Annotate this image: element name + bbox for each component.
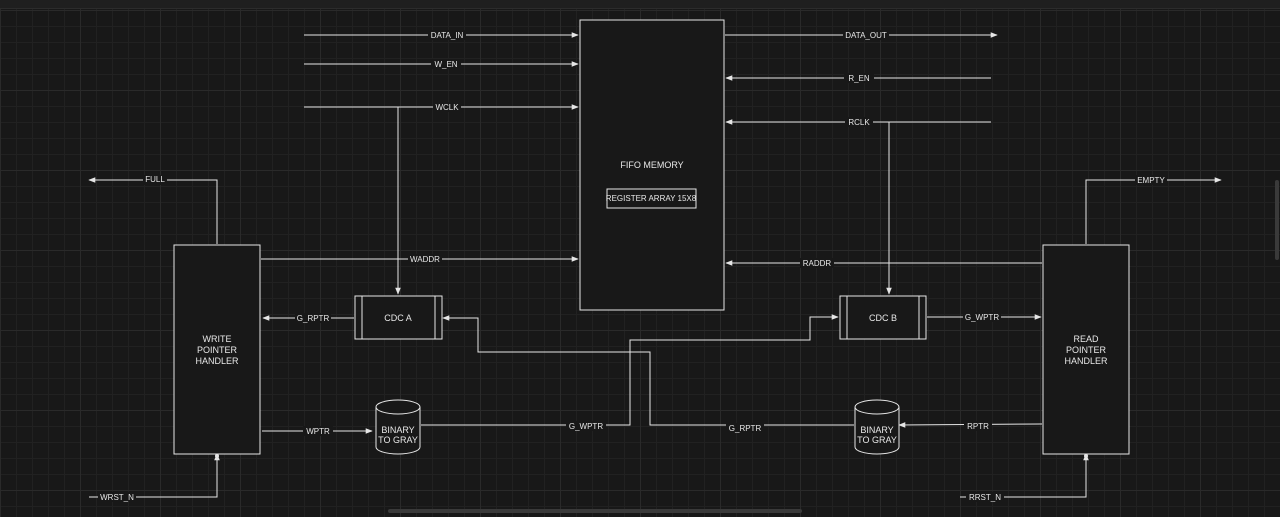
wclk-label: WCLK: [435, 103, 459, 112]
cdc-a-label: CDC A: [384, 313, 412, 323]
wrst-n-wire: [89, 453, 220, 498]
cdc-b-block[interactable]: [839, 295, 927, 340]
read-pointer-label-1: READ: [1073, 334, 1099, 344]
g-rptr-label: G_RPTR: [297, 314, 330, 323]
rclk-label: RCLK: [848, 118, 870, 127]
read-pointer-block[interactable]: [1042, 244, 1130, 455]
data-out-label: DATA_OUT: [845, 31, 887, 40]
read-pointer-label-3: HANDLER: [1064, 356, 1108, 366]
write-pointer-label-1: WRITE: [203, 334, 232, 344]
g-wptr-mid-label: G_WPTR: [569, 422, 603, 431]
r-en-label: R_EN: [848, 74, 870, 83]
g-rptr-mid-label: G_RPTR: [729, 424, 762, 433]
horizontal-scrollbar[interactable]: [388, 509, 802, 513]
fifo-memory-block[interactable]: [579, 19, 725, 311]
register-array-block[interactable]: [606, 188, 697, 209]
top-toolbar-edge: [0, 0, 1280, 9]
rrst-n-wire: [960, 453, 1089, 498]
g-wptr-label: G_WPTR: [965, 313, 999, 322]
write-pointer-label-3: HANDLER: [195, 356, 239, 366]
full-wire: [88, 177, 218, 244]
b2g-left-label-2: TO GRAY: [378, 435, 418, 445]
full-label: FULL: [145, 175, 165, 184]
cdc-a-block[interactable]: [354, 295, 443, 340]
wrst-port-icon: [215, 454, 219, 458]
rrst-port-icon: [1084, 454, 1088, 458]
raddr-label: RADDR: [803, 259, 832, 268]
vertical-scrollbar[interactable]: [1275, 180, 1279, 260]
fifo-memory-label: FIFO MEMORY: [620, 160, 683, 170]
g-rptr-cross-wire: [442, 315, 854, 426]
b2g-left-label-1: BINARY: [381, 425, 414, 435]
binary-to-gray-right-block[interactable]: [854, 399, 900, 455]
write-pointer-label-2: POINTER: [197, 345, 238, 355]
data-in-label: DATA_IN: [431, 31, 464, 40]
w-en-label: W_EN: [434, 60, 457, 69]
b2g-right-label-2: TO GRAY: [857, 435, 897, 445]
empty-label: EMPTY: [1137, 176, 1165, 185]
rrst-n-label: RRST_N: [969, 493, 1001, 502]
write-pointer-block[interactable]: [173, 244, 261, 455]
read-pointer-label-2: POINTER: [1066, 345, 1107, 355]
cdc-b-label: CDC B: [869, 313, 897, 323]
b2g-right-label-1: BINARY: [860, 425, 893, 435]
binary-to-gray-left-block[interactable]: [375, 399, 421, 455]
rptr-label: RPTR: [967, 422, 989, 431]
wptr-label: WPTR: [306, 427, 330, 436]
g-wptr-cross-wire: [421, 314, 839, 426]
empty-wire: [1085, 177, 1222, 244]
wrst-n-label: WRST_N: [100, 493, 134, 502]
waddr-label: WADDR: [410, 255, 440, 264]
register-array-label: REGISTER ARRAY 15X8: [606, 194, 697, 203]
